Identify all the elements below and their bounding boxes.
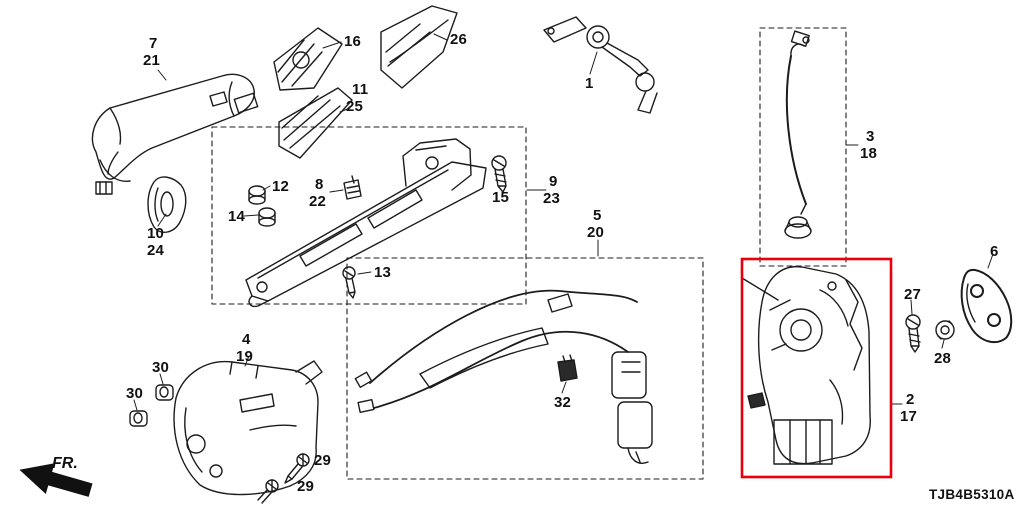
callout-24: 24	[147, 242, 165, 259]
callout-8: 8	[315, 176, 324, 193]
line-art-root	[91, 5, 1013, 504]
grommet-14-drawing	[258, 207, 276, 227]
callout-28: 28	[934, 350, 952, 367]
handle-gasket-drawing	[147, 176, 187, 233]
callout-13: 13	[374, 264, 392, 281]
door-latch-assembly-drawing	[741, 265, 871, 465]
callout-23: 23	[543, 190, 561, 207]
callout-19: 19	[236, 348, 254, 365]
callout-27: 27	[904, 286, 922, 303]
cable-clip-32-drawing	[557, 354, 578, 382]
callout-14: 14	[228, 208, 246, 225]
callout-30b: 30	[126, 385, 144, 402]
callout-15: 15	[492, 189, 510, 206]
callout-9: 9	[549, 173, 558, 190]
callout-12: 12	[272, 178, 290, 195]
screw-27-drawing	[905, 314, 921, 353]
grommet-12-drawing	[248, 185, 266, 205]
handle-seal-plate-drawing	[278, 87, 353, 159]
handle-base-bracket-drawing	[245, 138, 487, 308]
callout-7: 7	[149, 35, 158, 52]
callout-6: 6	[990, 243, 999, 260]
fr-direction-arrow-icon	[19, 463, 93, 497]
part-code: TJB4B5310A	[929, 487, 1015, 502]
assembly-boundary-boxes	[211, 27, 847, 480]
callout-11: 11	[352, 81, 369, 98]
callout-29b: 29	[297, 478, 315, 495]
screw-29b-drawing	[257, 479, 279, 504]
inner-base-plate-drawing	[173, 360, 323, 496]
clip-8-drawing	[343, 175, 362, 200]
callout-2: 2	[906, 391, 915, 408]
screw-15-drawing	[491, 155, 507, 193]
door-striker-drawing	[960, 268, 1013, 344]
lock-cylinder-keys-drawing	[543, 16, 658, 114]
grommet-30a-drawing	[155, 384, 174, 401]
leader-lines	[133, 33, 994, 411]
callout-22: 22	[309, 193, 327, 210]
callout-17: 17	[900, 408, 918, 425]
nut-28-drawing	[935, 320, 955, 340]
callout-4: 4	[242, 331, 251, 348]
callout-29a: 29	[314, 452, 332, 469]
callout-20: 20	[587, 224, 605, 241]
grommet-30b-drawing	[129, 410, 148, 427]
callout-5: 5	[593, 207, 602, 224]
handle-cover-cap-b-drawing	[380, 5, 458, 89]
callout-25: 25	[346, 98, 364, 115]
callout-3: 3	[866, 128, 875, 145]
callout-30a: 30	[152, 359, 170, 376]
callout-26: 26	[450, 31, 468, 48]
callout-18: 18	[860, 145, 878, 162]
callout-1: 1	[585, 75, 594, 92]
handle-cover-cap-drawing	[273, 27, 343, 91]
lock-cable-assembly-drawing	[354, 289, 653, 464]
highlight-box-latch	[740, 257, 893, 479]
front-door-outer-handle-drawing	[91, 73, 259, 195]
callout-10: 10	[147, 225, 165, 242]
screw-13-drawing	[342, 266, 356, 299]
callout-16: 16	[344, 33, 362, 50]
screw-29a-drawing	[284, 453, 310, 484]
lock-rod-drawing	[784, 30, 812, 239]
fr-label: FR.	[52, 455, 78, 472]
callout-32: 32	[554, 394, 572, 411]
callout-21: 21	[143, 52, 161, 69]
